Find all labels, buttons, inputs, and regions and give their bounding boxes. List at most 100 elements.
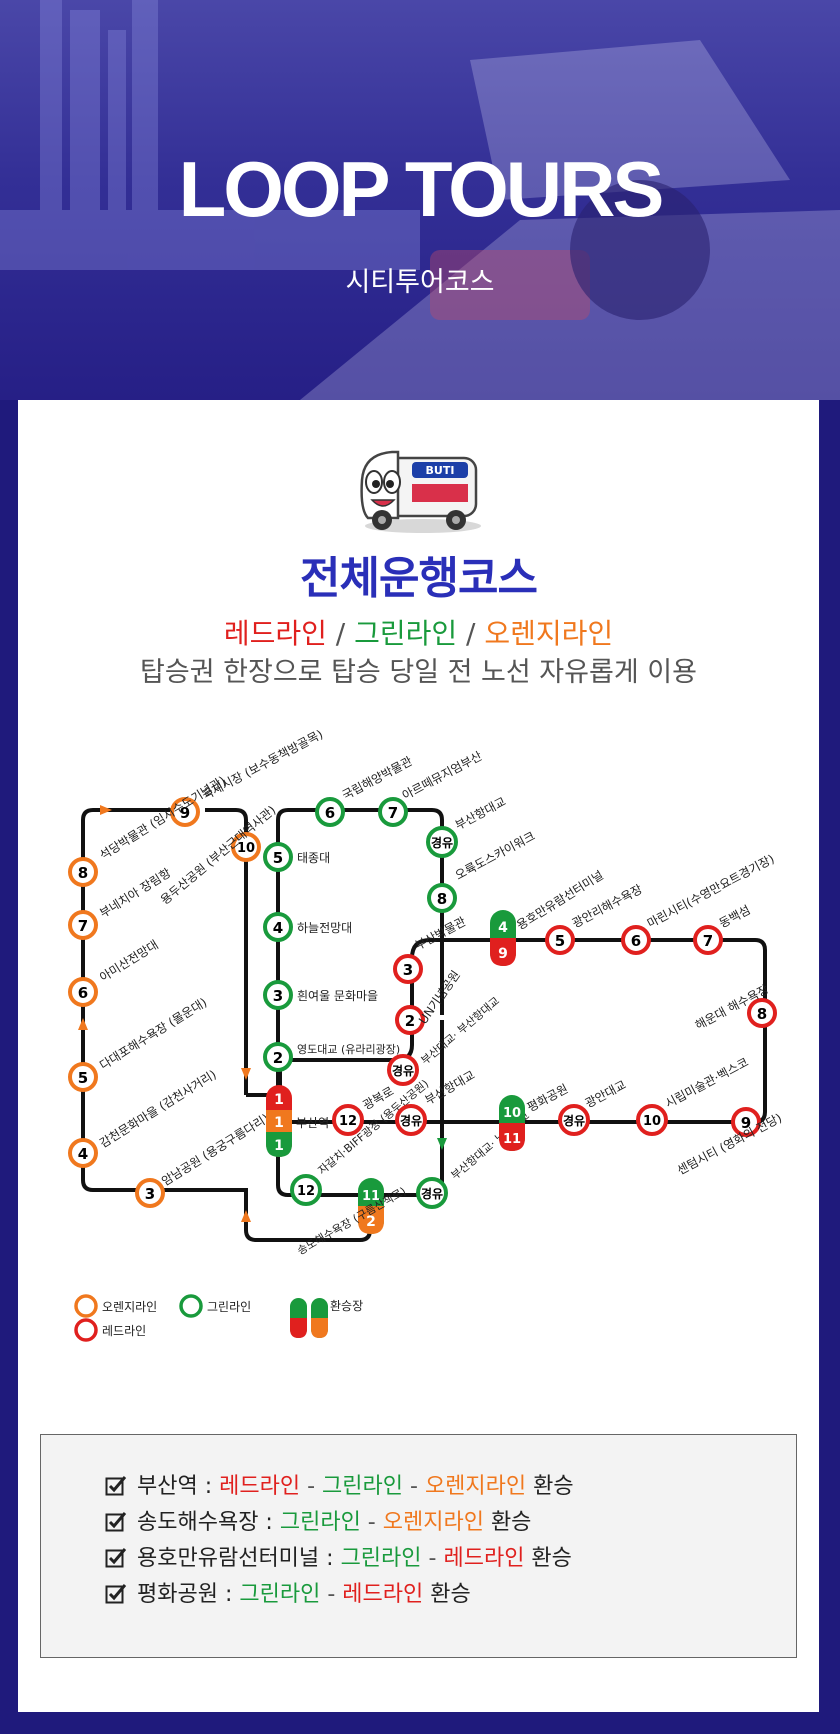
- station-name: 송도해수욕장 :: [137, 1510, 280, 1535]
- checkbox-icon: [105, 1584, 127, 1604]
- stop-label: 아미산전망대: [97, 938, 161, 985]
- svg-text:6: 6: [631, 932, 641, 950]
- svg-text:경유: 경유: [431, 836, 453, 850]
- svg-text:암남공원 (용궁구름다리): 암남공원 (용궁구름다리): [159, 1111, 271, 1188]
- legend-orange: 오렌지라인: [102, 1300, 157, 1314]
- svg-text:9: 9: [180, 804, 190, 822]
- map-stop[interactable]: 7 동백섬: [693, 903, 753, 955]
- orange-line-name: 오렌지라인: [484, 617, 614, 650]
- svg-text:2: 2: [366, 1214, 376, 1230]
- svg-text:영도대교 (유라리광장): 영도대교 (유라리광장): [297, 1043, 400, 1056]
- svg-text:12: 12: [297, 1184, 315, 1199]
- line-name: 그린라인: [340, 1546, 422, 1571]
- route-map: 9 국제시장 (보수동책방골목) 10 용두산공원 (부산근대역사관) 8 석당…: [68, 726, 784, 1342]
- map-legend: 오렌지라인 레드라인 그린라인 환승장: [74, 1294, 363, 1342]
- svg-text:감천문화마을 (감천사거리): 감천문화마을 (감천사거리): [97, 1066, 219, 1150]
- line-name: 그린라인: [279, 1510, 361, 1535]
- red-line-name: 레드라인: [223, 617, 327, 650]
- transfer-busan-station[interactable]: 1 1 1 부산역: [266, 1085, 329, 1157]
- stop-label: 감천문화마을 (감천사거리): [97, 1066, 219, 1150]
- svg-text:6: 6: [78, 984, 88, 1002]
- svg-text:1: 1: [274, 1092, 284, 1108]
- map-stop[interactable]: 4 하늘전망대: [263, 912, 352, 942]
- station-name: 평화공원 :: [137, 1582, 240, 1607]
- map-stop[interactable]: 9 센텀시티 (영화의 전당): [675, 1107, 784, 1178]
- legend-red: 레드라인: [102, 1324, 146, 1338]
- svg-text:오륙도스카이워크: 오륙도스카이워크: [453, 829, 538, 883]
- svg-text:7: 7: [388, 804, 398, 822]
- svg-text:4: 4: [78, 1145, 88, 1163]
- map-stop[interactable]: 5 태종대: [263, 842, 330, 872]
- svg-text:마린시티(수영만요트경기장): 마린시티(수영만요트경기장): [645, 852, 777, 931]
- dash: -: [360, 1510, 383, 1535]
- line-name: 레드라인: [443, 1546, 525, 1571]
- map-stop[interactable]: 5 다대포해수욕장 (몰운대): [68, 995, 209, 1092]
- stop-label: 다대포해수욕장 (몰운대): [97, 995, 209, 1072]
- svg-text:10: 10: [503, 1106, 521, 1121]
- svg-text:7: 7: [78, 917, 88, 935]
- line-names: 레드라인 / 그린라인 / 오렌지라인: [18, 612, 819, 652]
- svg-text:동백섬: 동백섬: [717, 903, 753, 931]
- map-stop[interactable]: 3 흰여울 문화마을: [263, 980, 378, 1010]
- dash: -: [320, 1582, 343, 1607]
- transfer-word: 환승: [526, 1474, 574, 1499]
- line-name: 오렌지라인: [424, 1474, 527, 1499]
- stop-label: 암남공원 (용궁구름다리): [159, 1111, 271, 1188]
- svg-text:경유: 경유: [563, 1114, 585, 1128]
- map-stop[interactable]: 8 해운대 해수욕장: [693, 982, 777, 1033]
- svg-text:10: 10: [237, 841, 255, 856]
- orange-route-line: [81, 808, 372, 1242]
- line-separator: /: [326, 617, 355, 650]
- map-stop[interactable]: 3 부산박물관: [393, 914, 468, 984]
- svg-text:9: 9: [498, 946, 508, 962]
- stop-label: 태종대: [297, 851, 330, 865]
- svg-text:8: 8: [757, 1005, 767, 1023]
- svg-text:아르떼뮤지엄부산: 아르떼뮤지엄부산: [400, 749, 485, 803]
- stop-label: 영도대교 (유라리광장): [297, 1043, 400, 1056]
- svg-text:11: 11: [362, 1189, 380, 1204]
- line-separator: /: [457, 617, 485, 650]
- transfer-word: 환승: [423, 1582, 471, 1607]
- stop-label: 부산항대교: [453, 794, 508, 832]
- svg-text:석당박물관 (임시수도기념관): 석당박물관 (임시수도기념관): [97, 773, 228, 862]
- stop-label: 석당박물관 (임시수도기념관): [97, 773, 228, 862]
- stop-label: UN기념공원: [416, 968, 463, 1027]
- svg-text:시립미술관·벡스코: 시립미술관·벡스코: [663, 1055, 751, 1111]
- svg-text:3: 3: [145, 1185, 155, 1203]
- transfer-word: 환승: [524, 1546, 572, 1571]
- stop-label: 하늘전망대: [297, 921, 352, 935]
- svg-text:3: 3: [273, 987, 283, 1005]
- transfer-info-item: 용호만유람선터미널 : 그린라인 - 레드라인 환승: [105, 1541, 796, 1577]
- svg-text:4: 4: [498, 920, 508, 936]
- map-stop[interactable]: 2 영도대교 (유라리광장): [263, 1042, 400, 1072]
- transfer-info-item: 송도해수욕장 : 그린라인 - 오렌지라인 환승: [105, 1505, 796, 1541]
- station-name: 부산역 :: [137, 1474, 220, 1499]
- transfer-info-box: 부산역 : 레드라인 - 그린라인 - 오렌지라인 환승 송도해수욕장 : 그린…: [40, 1434, 797, 1658]
- svg-text:경유: 경유: [400, 1114, 422, 1128]
- transfer-info-item: 평화공원 : 그린라인 - 레드라인 환승: [105, 1577, 796, 1613]
- checkbox-icon: [105, 1512, 127, 1532]
- svg-text:9: 9: [741, 1114, 751, 1132]
- line-name: 레드라인: [342, 1582, 424, 1607]
- checkbox-icon: [105, 1548, 127, 1568]
- hero-background-photo: [0, 0, 840, 400]
- line-name: 레드라인: [219, 1474, 301, 1499]
- line-name: 그린라인: [239, 1582, 321, 1607]
- transfer-label: 부산역: [296, 1116, 329, 1130]
- stop-label: 시립미술관·벡스코: [663, 1055, 751, 1111]
- stop-label: 동백섬: [717, 903, 753, 931]
- bus-badge: BUTI: [426, 464, 455, 477]
- stop-label: 마린시티(수영만요트경기장): [645, 852, 777, 931]
- stop-label: 광안대교: [583, 1078, 629, 1111]
- svg-text:2: 2: [273, 1049, 283, 1067]
- svg-text:5: 5: [273, 849, 283, 867]
- station-name: 용호만유람선터미널 :: [137, 1546, 341, 1571]
- transfer-info-item: 부산역 : 레드라인 - 그린라인 - 오렌지라인 환승: [105, 1469, 796, 1505]
- bus-mascot-icon: BUTI: [360, 450, 481, 533]
- green-line-name: 그린라인: [354, 617, 458, 650]
- svg-text:7: 7: [703, 932, 713, 950]
- map-stop[interactable]: 경유 광안대교: [558, 1078, 629, 1136]
- ticket-description: 탑승권 한장으로 탑승 당일 전 노선 자유롭게 이용: [140, 657, 697, 688]
- svg-text:5: 5: [78, 1069, 88, 1087]
- svg-text:흰여울 문화마을: 흰여울 문화마을: [297, 989, 378, 1003]
